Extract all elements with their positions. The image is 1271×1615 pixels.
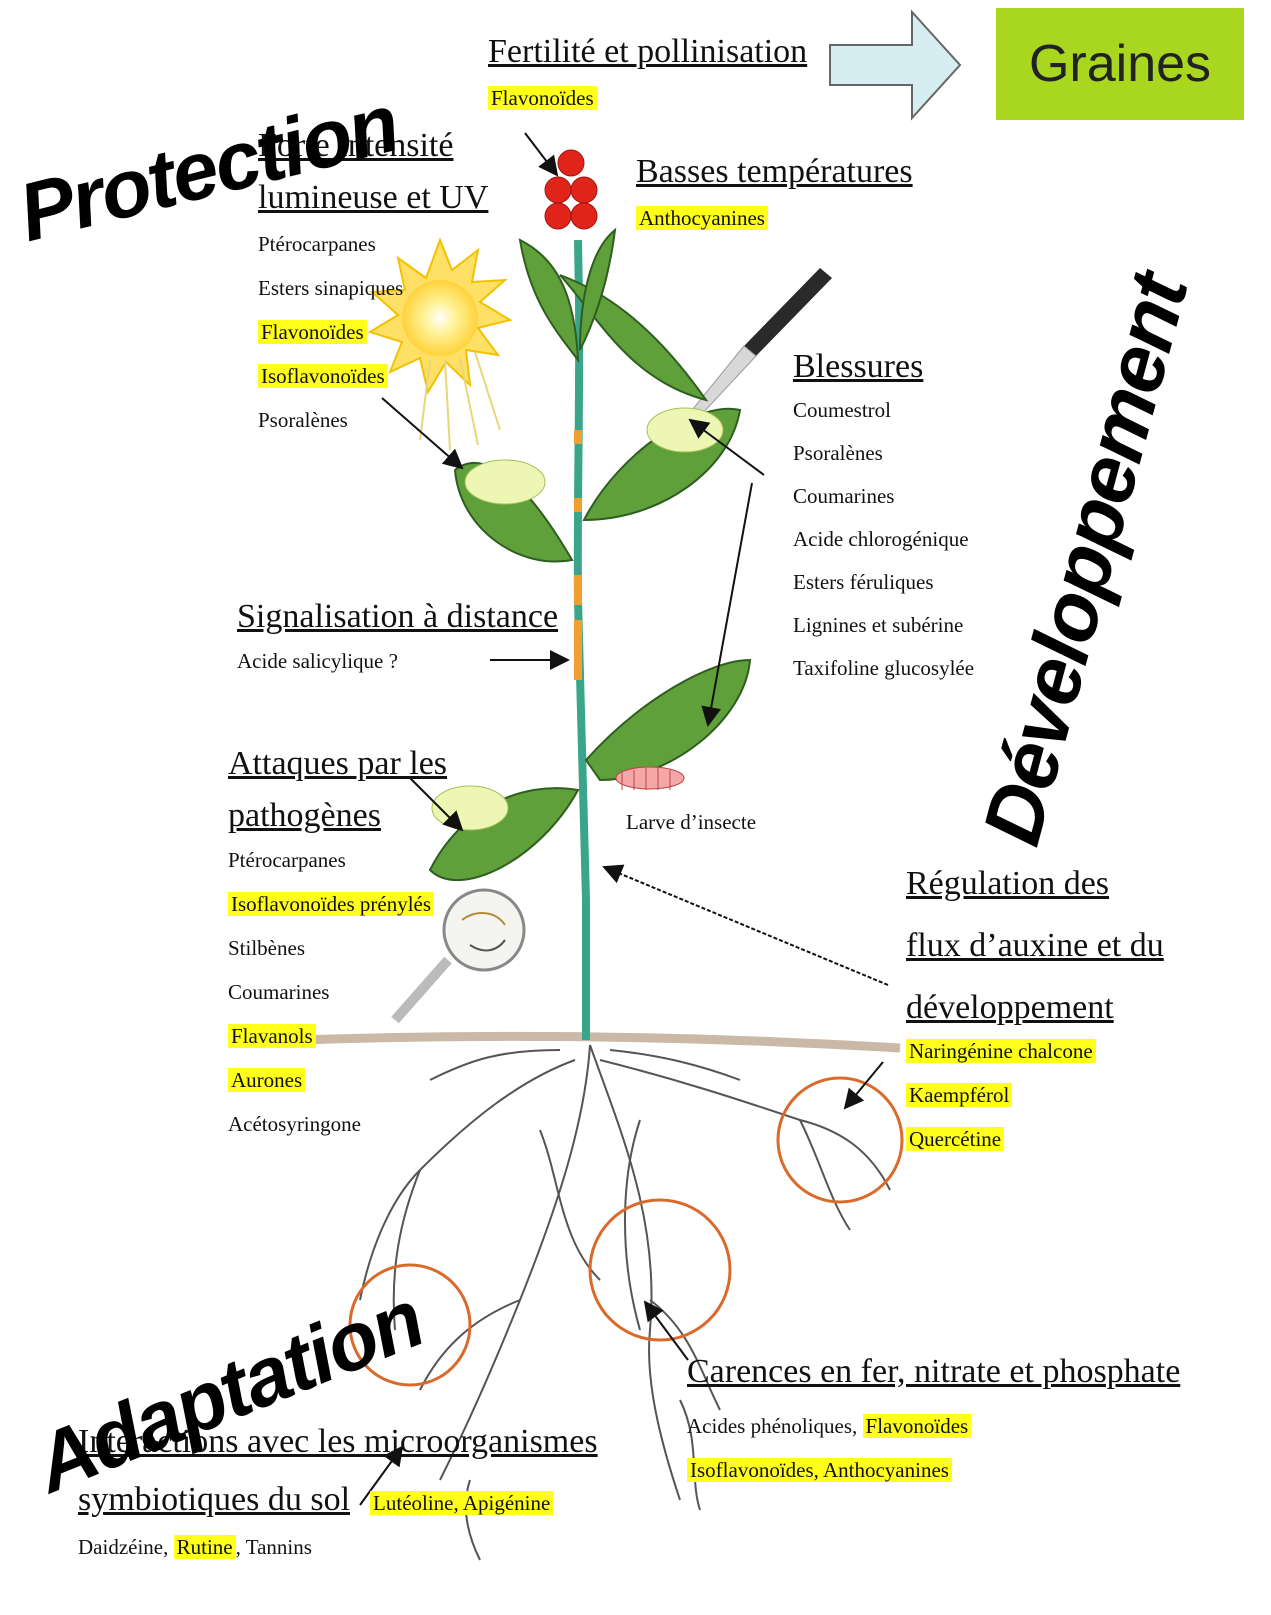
- pathogens-item: Aurones: [228, 1068, 305, 1092]
- seeds-box: Graines: [996, 8, 1244, 120]
- red-seeds: [545, 150, 597, 229]
- uv-item: Esters sinapiques: [258, 276, 403, 300]
- pathogens-item: Isoflavonoïdes prénylés: [228, 892, 434, 916]
- arrow-to-seeds: [830, 12, 960, 118]
- auxin-item: Quercétine: [906, 1127, 1004, 1151]
- pathogens-title-line1: Attaques par les: [228, 742, 447, 786]
- auxin-item: Kaempférol: [906, 1083, 1012, 1107]
- wounds-item: Lignines et subérine: [793, 604, 974, 647]
- fertility-block: Fertilité et pollinisation Flavonoïdes: [488, 30, 807, 120]
- uv-item: Psoralènes: [258, 408, 348, 432]
- cold-item: Anthocyanines: [636, 206, 768, 230]
- signal-title: Signalisation à distance: [237, 595, 558, 639]
- pathogens-block: Attaques par les pathogènes Ptérocarpane…: [228, 742, 447, 1146]
- deficiency-item-highlight: Flavonoïdes: [863, 1414, 972, 1438]
- wounds-block: Blessures Coumestrol Psoralènes Coumarin…: [793, 345, 974, 690]
- symbiosis-title-items: Lutéoline, Apigénine: [370, 1491, 553, 1515]
- insect-larva: [616, 767, 684, 790]
- deficiency-item: Acides phénoliques,: [687, 1414, 863, 1438]
- cold-block: Basses températures Anthocyanines: [636, 150, 913, 240]
- fertility-item: Flavonoïdes: [488, 86, 597, 110]
- auxin-item: Naringénine chalcone: [906, 1039, 1096, 1063]
- auxin-title-line1: Régulation des: [906, 862, 1164, 906]
- pathogens-item: Flavanols: [228, 1024, 316, 1048]
- pathogens-title-line2: pathogènes: [228, 794, 447, 838]
- pathogens-item: Ptérocarpanes: [228, 848, 346, 872]
- cold-title: Basses températures: [636, 150, 913, 194]
- wounds-title: Blessures: [793, 345, 974, 389]
- wounds-item: Acide chlorogénique: [793, 518, 974, 561]
- symbiosis-item: , Tannins: [236, 1535, 312, 1559]
- deficiency-block: Carences en fer, nitrate et phosphate Ac…: [687, 1350, 1180, 1492]
- symbiosis-item: Daidzéine,: [78, 1535, 174, 1559]
- uv-item: Ptérocarpanes: [258, 232, 376, 256]
- uv-item: Isoflavonoïdes: [258, 364, 388, 388]
- wounds-item: Esters féruliques: [793, 561, 974, 604]
- wounds-item: Coumarines: [793, 475, 974, 518]
- wounds-item: Taxifoline glucosylée: [793, 647, 974, 690]
- deficiency-item-highlight: Isoflavonoïdes, Anthocyanines: [687, 1458, 952, 1482]
- auxin-title-line2: flux d’auxine et du: [906, 924, 1164, 968]
- signal-item: Acide salicylique ?: [237, 649, 398, 673]
- pathogens-item: Coumarines: [228, 980, 329, 1004]
- fertility-title: Fertilité et pollinisation: [488, 30, 807, 74]
- seeds-label: Graines: [1029, 34, 1211, 94]
- symbiosis-item-highlight: Rutine: [174, 1535, 236, 1559]
- pathogens-item: Acétosyringone: [228, 1112, 361, 1136]
- uv-item: Flavonoïdes: [258, 320, 367, 344]
- insect-label: Larve d’insecte: [626, 810, 756, 835]
- signal-block: Signalisation à distance Acide salicyliq…: [237, 595, 558, 683]
- auxin-title-line3: développement: [906, 986, 1164, 1030]
- auxin-block: Régulation des flux d’auxine et du dével…: [906, 862, 1164, 1161]
- wounds-item: Coumestrol: [793, 389, 974, 432]
- pathogens-item: Stilbènes: [228, 936, 305, 960]
- deficiency-title: Carences en fer, nitrate et phosphate: [687, 1350, 1180, 1394]
- wounds-item: Psoralènes: [793, 432, 974, 475]
